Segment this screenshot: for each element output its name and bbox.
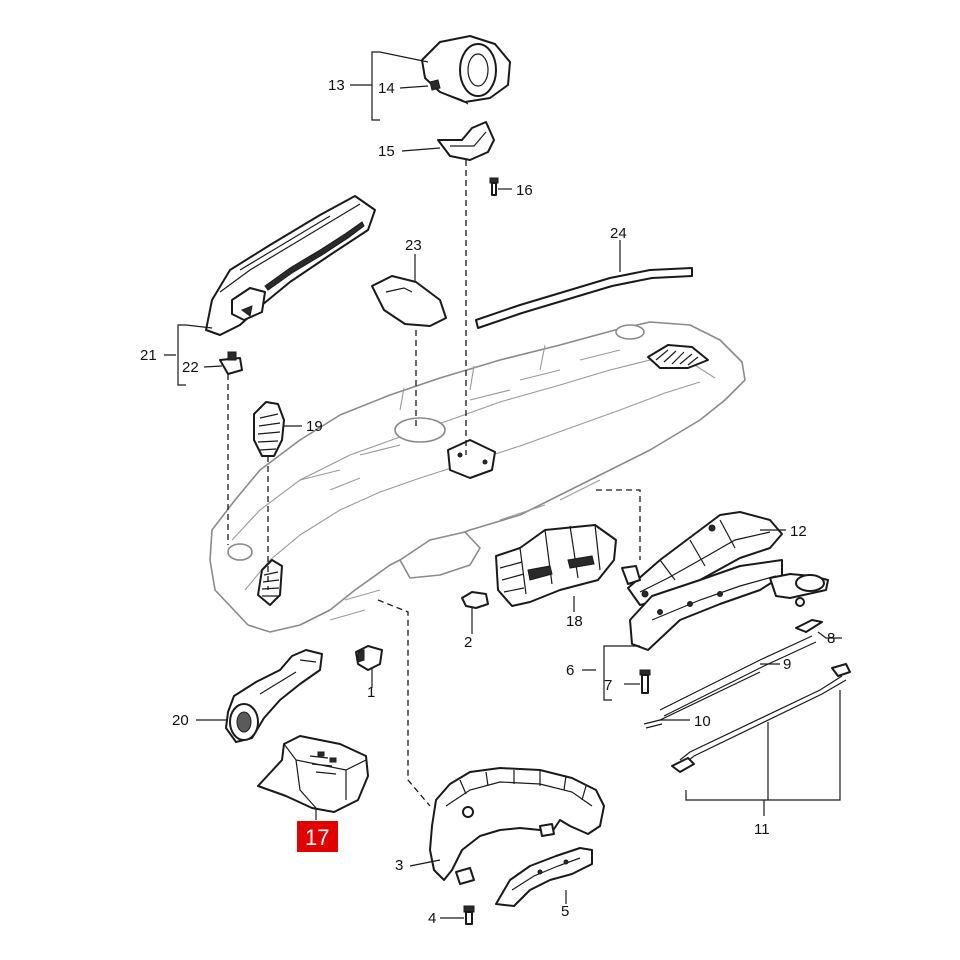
callout-19: 19 (306, 418, 323, 435)
rods-8-11 (643, 619, 851, 773)
callout-24: 24 (610, 225, 627, 242)
center-vent-18 (495, 524, 617, 607)
callout-7: 7 (604, 677, 612, 694)
speaker-cover-23 (371, 275, 447, 327)
bolt-7 (639, 669, 651, 694)
callout-23: 23 (405, 237, 422, 254)
callout-6: 6 (566, 662, 574, 679)
callout-22: 22 (182, 359, 199, 376)
cross-beam-6 (629, 559, 829, 651)
callout-11: 11 (754, 821, 770, 838)
callout-13: 13 (328, 77, 345, 94)
callout-1: 1 (367, 684, 375, 701)
callout-14: 14 (378, 80, 395, 97)
assembly-dash-lines (227, 160, 641, 807)
clip-22 (219, 351, 243, 375)
callout-10: 10 (694, 713, 711, 730)
callout-labels: 1 2 3 4 5 6 7 8 9 10 11 12 13 14 15 16 1… (140, 77, 835, 927)
callout-12: 12 (790, 523, 807, 540)
seal-strip-24 (475, 267, 693, 329)
screw-16 (489, 177, 499, 196)
bracket-5 (495, 847, 593, 907)
callout-20: 20 (172, 712, 189, 729)
callout-3: 3 (395, 857, 403, 874)
knob-1 (355, 645, 383, 671)
callout-15: 15 (378, 143, 395, 160)
callout-16: 16 (516, 182, 533, 199)
callout-4: 4 (428, 910, 436, 927)
side-vent-19 (253, 401, 285, 457)
dashboard-carrier (209, 321, 746, 633)
callout-21: 21 (140, 347, 157, 364)
instrument-cover (421, 35, 511, 105)
callout-8: 8 (827, 630, 835, 647)
callout-18: 18 (566, 613, 583, 630)
air-outlet-17 (257, 735, 369, 813)
callout-17: 17 (305, 825, 329, 850)
cluster-housing-3 (429, 767, 605, 885)
callout-17-box (297, 821, 338, 852)
callout-9: 9 (783, 656, 791, 673)
highlighted-callout-17: 17 (297, 821, 338, 852)
callout-5: 5 (561, 903, 569, 920)
air-duct-20 (225, 649, 323, 743)
callout-2: 2 (464, 634, 472, 651)
mounting-bracket-15 (437, 121, 495, 161)
clip-14 (429, 79, 441, 91)
knob-2 (461, 591, 489, 609)
screw-4 (463, 905, 475, 925)
upper-trim-21 (205, 195, 376, 336)
leader-lines (164, 51, 842, 919)
